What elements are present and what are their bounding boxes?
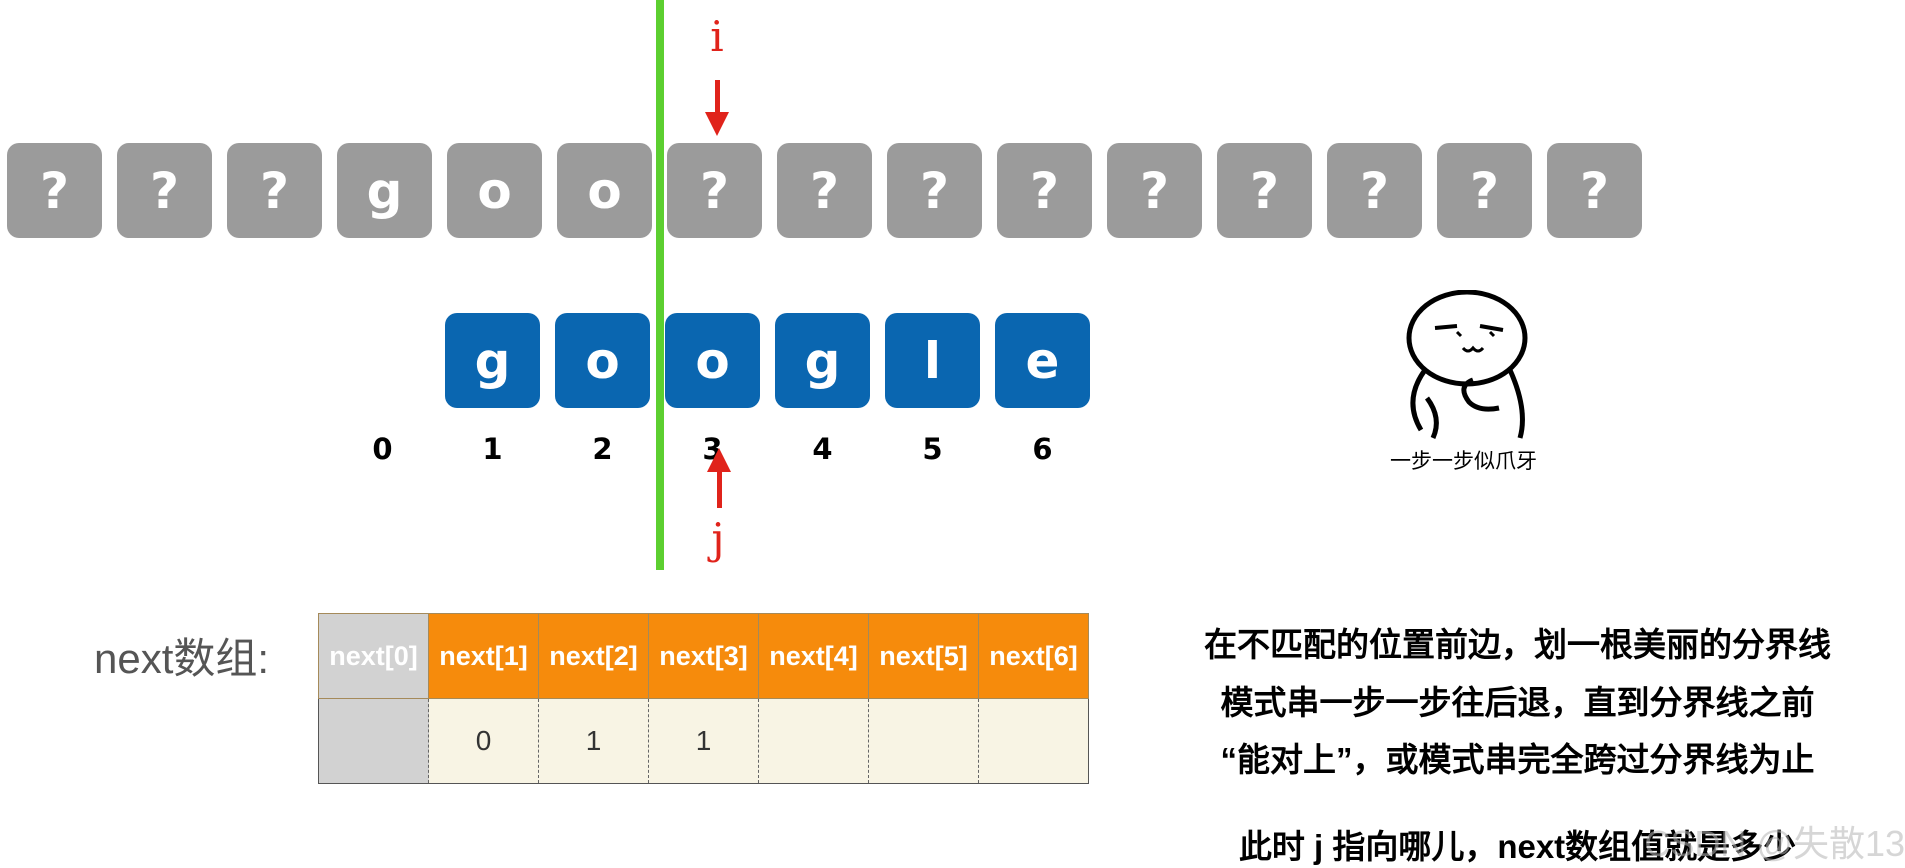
main-string-cell: ? bbox=[777, 143, 872, 238]
main-string-cell: ? bbox=[997, 143, 1092, 238]
next-header-cell: next[6] bbox=[978, 613, 1089, 699]
pointer-j-arrow-head-icon bbox=[707, 448, 731, 472]
boundary-line bbox=[656, 0, 664, 570]
pattern-cell: g bbox=[775, 313, 870, 408]
next-value-cell: 1 bbox=[538, 698, 649, 784]
pattern-index-label: 1 bbox=[482, 432, 503, 466]
next-header-cell: next[3] bbox=[648, 613, 759, 699]
next-value-cell bbox=[868, 698, 979, 784]
main-string-cell: ? bbox=[117, 143, 212, 238]
next-array-header-row: next[0]next[1]next[2]next[3]next[4]next[… bbox=[318, 613, 1089, 699]
explanation-line-1: 在不匹配的位置前边，划一根美丽的分界线 bbox=[1204, 626, 1831, 663]
next-array-label: next数组: bbox=[94, 635, 270, 682]
watermark: CSDN @失散13 bbox=[1644, 823, 1905, 864]
pointer-j-arrow-shaft bbox=[717, 470, 722, 508]
explanation-line-3: “能对上”，或模式串完全跨过分界线为止 bbox=[1220, 741, 1815, 778]
main-string-cell: o bbox=[447, 143, 542, 238]
pattern-index-label: 0 bbox=[372, 432, 393, 466]
pattern-cell: e bbox=[995, 313, 1090, 408]
next-value-cell bbox=[978, 698, 1089, 784]
pattern-cell: o bbox=[555, 313, 650, 408]
pointer-j-label: j bbox=[711, 514, 725, 563]
next-header-cell: next[0] bbox=[318, 613, 429, 699]
next-value-cell: 0 bbox=[428, 698, 539, 784]
main-string-cell: ? bbox=[1327, 143, 1422, 238]
main-string-cell: ? bbox=[1217, 143, 1312, 238]
pattern-index-label: 6 bbox=[1032, 432, 1053, 466]
pattern-cell: g bbox=[445, 313, 540, 408]
pattern-index-label: 4 bbox=[812, 432, 833, 466]
main-string-cell: o bbox=[557, 143, 652, 238]
next-header-cell: next[2] bbox=[538, 613, 649, 699]
next-value-cell bbox=[758, 698, 869, 784]
main-string-cell: ? bbox=[227, 143, 322, 238]
pattern-cell: o bbox=[665, 313, 760, 408]
next-header-cell: next[4] bbox=[758, 613, 869, 699]
main-string-cell: ? bbox=[7, 143, 102, 238]
meme-caption: 一步一步似爪牙 bbox=[1390, 449, 1537, 473]
main-string-cell: ? bbox=[667, 143, 762, 238]
pattern-index-label: 5 bbox=[922, 432, 943, 466]
next-array-table: next[0]next[1]next[2]next[3]next[4]next[… bbox=[318, 613, 1089, 784]
pattern-cell: l bbox=[885, 313, 980, 408]
explanation-question: 此时 j 指向哪儿，next数组值就是多少 bbox=[1238, 828, 1797, 865]
next-value-cell bbox=[318, 698, 429, 784]
explanation-line-2: 模式串一步一步往后退，直到分界线之前 bbox=[1220, 684, 1815, 721]
pointer-i-arrow-head-icon bbox=[705, 112, 729, 136]
meme-character-illustration bbox=[1406, 290, 1528, 440]
next-header-cell: next[5] bbox=[868, 613, 979, 699]
main-string-cell: ? bbox=[1437, 143, 1532, 238]
pointer-i-label: i bbox=[710, 12, 724, 61]
next-header-cell: next[1] bbox=[428, 613, 539, 699]
main-string-cell: g bbox=[337, 143, 432, 238]
pointer-i-arrow-shaft bbox=[715, 80, 720, 116]
pattern-index-label: 2 bbox=[592, 432, 613, 466]
next-value-cell: 1 bbox=[648, 698, 759, 784]
main-string-cell: ? bbox=[1547, 143, 1642, 238]
main-string-cell: ? bbox=[1107, 143, 1202, 238]
main-string-cell: ? bbox=[887, 143, 982, 238]
